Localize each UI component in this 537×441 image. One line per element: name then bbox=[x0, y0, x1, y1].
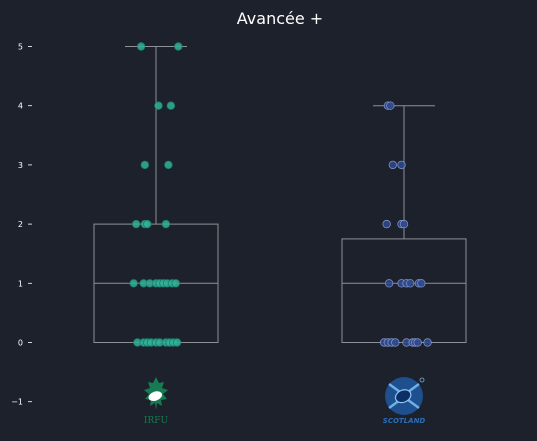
chart-title: Avancée + bbox=[237, 9, 323, 28]
y-tick-label: 3 bbox=[18, 161, 23, 170]
data-point bbox=[384, 279, 394, 288]
data-point bbox=[382, 219, 391, 229]
data-point bbox=[413, 338, 422, 347]
data-point bbox=[397, 160, 406, 170]
scotland-logo: SCOTLAND bbox=[383, 377, 426, 425]
y-tick-label: 0 bbox=[18, 339, 23, 348]
data-point bbox=[161, 219, 171, 229]
series-irfu bbox=[93, 42, 219, 347]
y-tick-label: −1 bbox=[11, 398, 23, 407]
data-point bbox=[386, 101, 395, 110]
data-point bbox=[406, 279, 415, 288]
data-point bbox=[423, 338, 432, 347]
y-axis: −1 0 1 2 3 4 5 bbox=[11, 43, 32, 407]
irfu-logo-text: IRFU bbox=[144, 416, 169, 426]
irfu-logo: IRFU bbox=[144, 377, 169, 426]
data-point bbox=[143, 219, 152, 229]
data-point bbox=[136, 42, 146, 51]
data-point bbox=[172, 338, 182, 347]
box bbox=[341, 238, 467, 343]
y-tick-label: 2 bbox=[18, 220, 23, 229]
data-point bbox=[166, 101, 176, 110]
series-scotland bbox=[341, 101, 467, 347]
data-point bbox=[154, 101, 163, 110]
data-point bbox=[140, 160, 150, 170]
y-tick-label: 4 bbox=[18, 102, 23, 111]
data-point bbox=[131, 219, 141, 229]
data-point bbox=[388, 160, 398, 170]
data-point bbox=[171, 279, 181, 288]
data-point bbox=[417, 279, 426, 288]
scotland-logo-text: SCOTLAND bbox=[383, 417, 426, 425]
y-tick-label: 1 bbox=[18, 279, 23, 288]
data-point bbox=[391, 338, 400, 347]
data-point bbox=[399, 219, 409, 229]
y-tick-label: 5 bbox=[18, 43, 23, 52]
plot-area bbox=[93, 42, 467, 347]
data-point bbox=[174, 42, 183, 51]
data-point bbox=[164, 160, 173, 170]
data-point bbox=[129, 279, 138, 288]
